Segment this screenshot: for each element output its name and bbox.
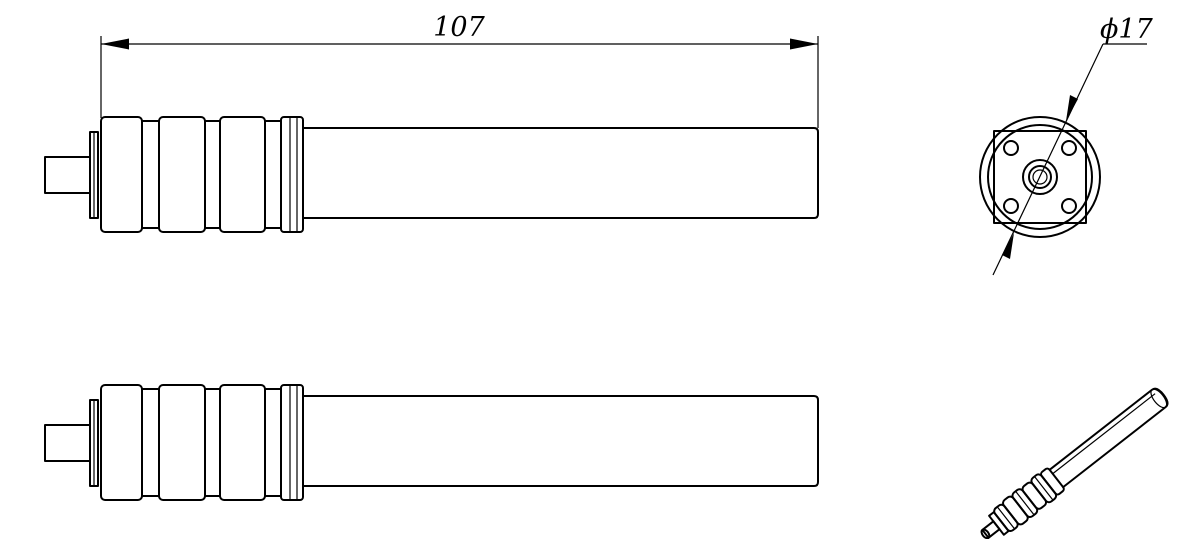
- front-view: [44, 116, 819, 233]
- bottom-view: [44, 384, 819, 501]
- length-dimension: 107: [100, 12, 819, 128]
- diameter-label: ϕ17: [1100, 14, 1154, 45]
- end-view: [979, 116, 1101, 238]
- diameter-dimension: ϕ17: [992, 14, 1154, 276]
- length-label: 107: [433, 12, 485, 43]
- isometric-view: [980, 387, 1169, 539]
